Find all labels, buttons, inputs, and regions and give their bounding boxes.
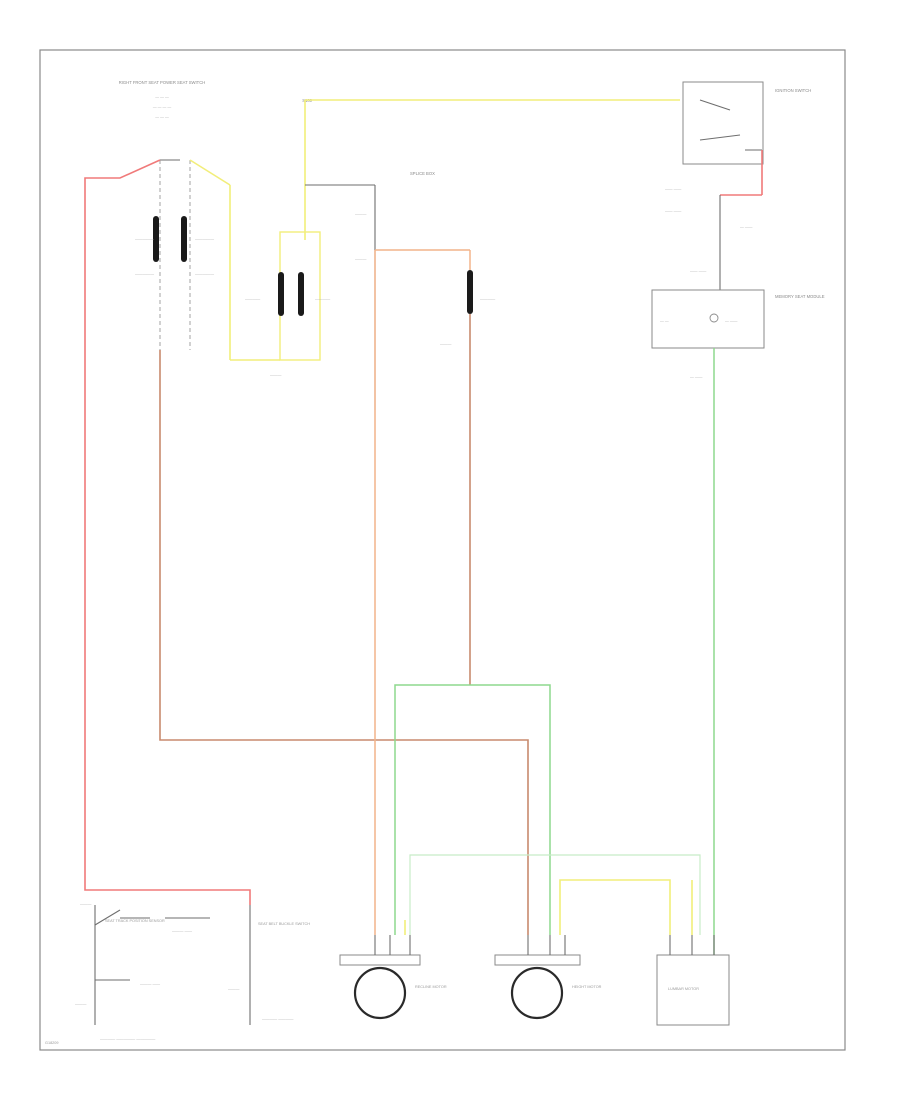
svg-text:———: ——— (355, 257, 367, 261)
coil-left-1 (153, 216, 159, 262)
svg-text:——— ——: ——— —— (172, 929, 192, 933)
svg-text:——— ——: ——— —— (140, 982, 160, 986)
svg-text:————: ———— (315, 297, 330, 301)
svg-text:— —: — — (660, 319, 669, 323)
green-loop (394, 684, 551, 935)
lumbar-module: LUMBAR MOTOR (656, 935, 730, 1026)
svg-text:— — — —: — — — — (153, 105, 172, 109)
module-box (651, 289, 765, 349)
svg-text:———: ——— (80, 902, 92, 906)
seat-track-label: SEAT TRACK POSITION SENSOR (105, 919, 165, 923)
motor1-label: RECLINE MOTOR (415, 985, 447, 989)
svg-text:———— ————: ———— ———— (262, 1017, 294, 1021)
svg-text:—————: ————— (135, 272, 154, 276)
svg-text:—————: ————— (195, 272, 214, 276)
svg-text:————: ———— (245, 297, 260, 301)
red-left-wire (84, 159, 251, 905)
svg-text:—— ——: —— —— (690, 269, 706, 273)
coil-center-1 (278, 272, 284, 316)
recline-motor-icon (353, 966, 407, 1020)
module-label: MEMORY SEAT MODULE (775, 294, 825, 299)
footer-code: G18209 (45, 1041, 59, 1045)
coil-left-2 (181, 216, 187, 262)
svg-text:— — —: — — — (155, 115, 169, 119)
svg-text:— ——: — —— (740, 225, 753, 229)
right-ignition-group: IGNITION SWITCH —— —— —— —— — —— MEMORY … (651, 81, 825, 955)
left-switch-label: RIGHT FRONT SEAT POWER SEAT SWITCH (119, 80, 206, 85)
svg-text:———: ——— (270, 373, 282, 377)
height-motor: HEIGHT MOTOR (494, 935, 602, 1020)
brown-wire (159, 350, 529, 935)
svg-text:———: ——— (75, 1002, 87, 1006)
recline-motor: RECLINE MOTOR (339, 935, 447, 1020)
motor3-label: LUMBAR MOTOR (668, 987, 699, 991)
svg-text:— ——: — —— (725, 319, 738, 323)
svg-text:— ——: — —— (690, 375, 703, 379)
center-splice-label: SPLICE BOX (410, 171, 435, 176)
diagram-frame (39, 49, 846, 1051)
coil-right (467, 270, 473, 314)
left-switch-group: RIGHT FRONT SEAT POWER SEAT SWITCH — — —… (119, 80, 214, 350)
coil-center-2 (298, 272, 304, 316)
bottom-left-group: ——— SEAT TRACK POSITION SENSOR ——— —— ——… (75, 902, 310, 1041)
svg-text:———— ————— —————: ———— ————— ————— (100, 1037, 155, 1041)
buckle-switch-label: SEAT BELT BUCKLE SWITCH (258, 922, 310, 926)
svg-text:—————: ————— (135, 237, 154, 241)
svg-text:— — —: — — — (155, 95, 169, 99)
center-splice-group: S100 SPLICE BOX ——— ——— ———— ———— ——— ——… (229, 98, 680, 410)
ignition-label: IGNITION SWITCH (775, 88, 811, 93)
svg-text:———: ——— (355, 212, 367, 216)
svg-text:—— ——: —— —— (665, 187, 681, 191)
svg-text:————: ———— (480, 297, 495, 301)
svg-text:—— ——: —— —— (665, 209, 681, 213)
svg-text:———: ——— (228, 987, 240, 991)
height-motor-icon (510, 966, 564, 1020)
motor2-label: HEIGHT MOTOR (572, 985, 602, 989)
svg-text:———: ——— (440, 342, 452, 346)
svg-text:—————: ————— (195, 237, 214, 241)
